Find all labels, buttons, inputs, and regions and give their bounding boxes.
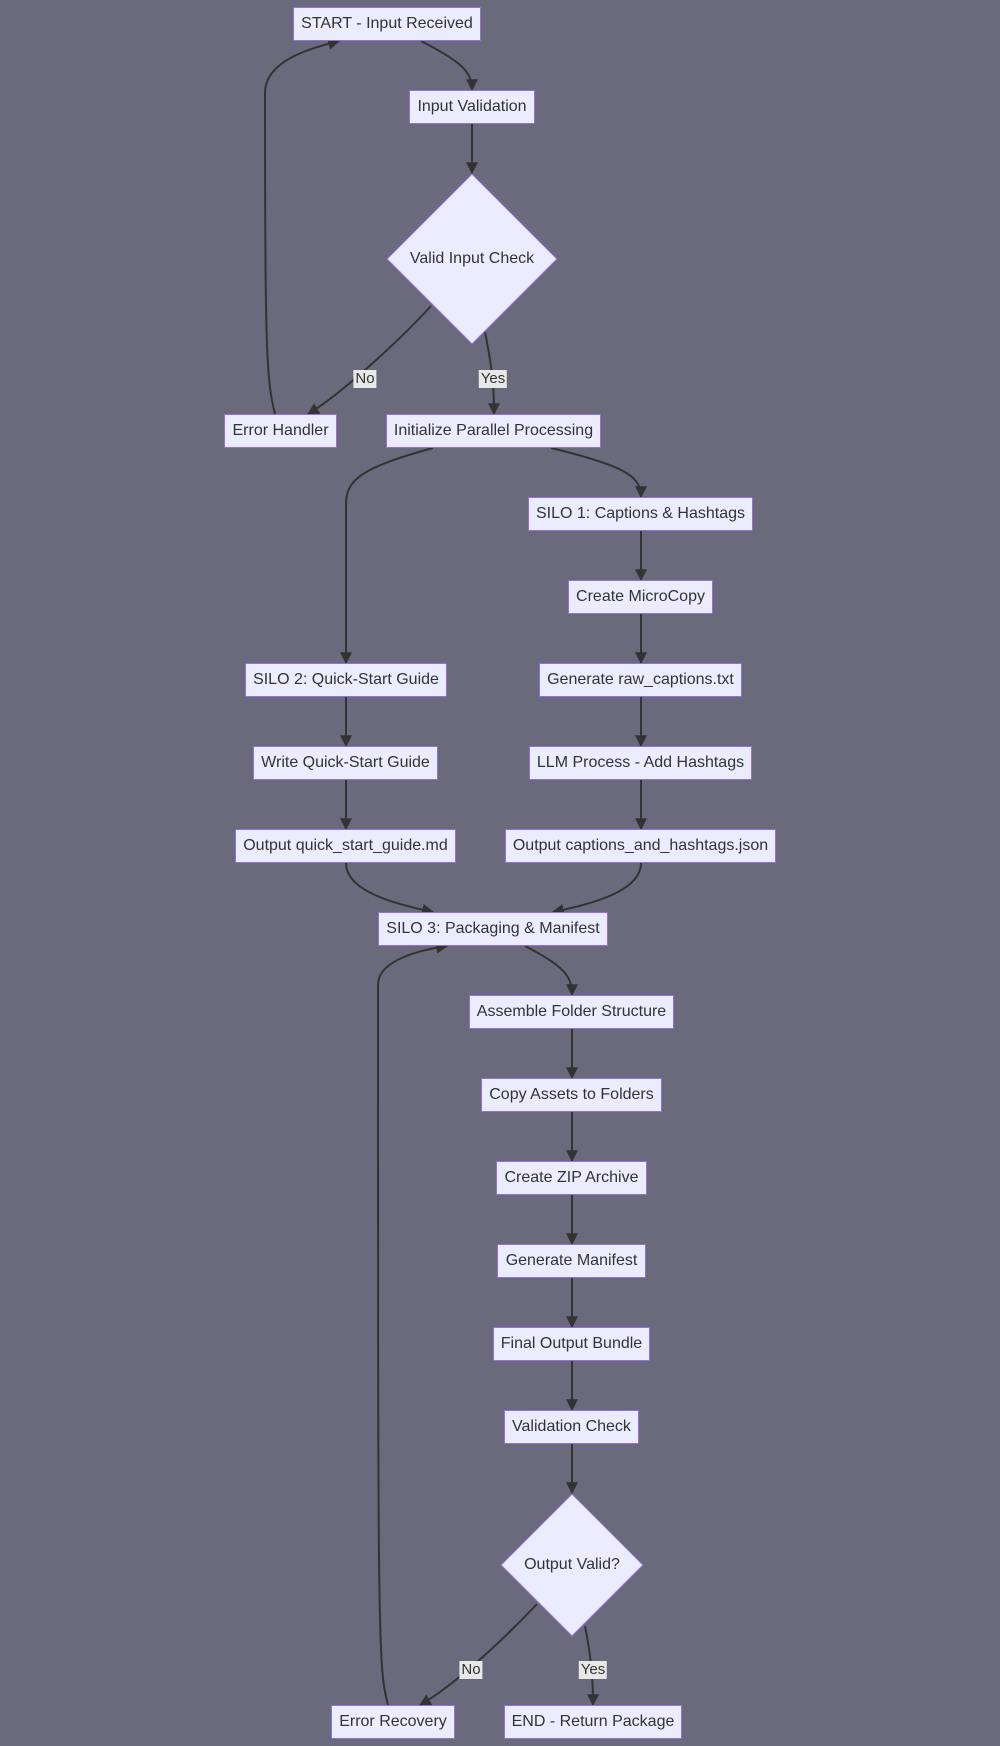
edge-init-to-silo1 [550, 447, 647, 499]
output-captions-node: Output captions_and_hashtags.json [505, 829, 776, 863]
assemble-folders-node: Assemble Folder Structure [469, 995, 674, 1029]
silo1-node: SILO 1: Captions & Hashtags [528, 497, 753, 531]
silo2-node: SILO 2: Quick-Start Guide [245, 663, 447, 697]
decision-diamond-shape [386, 173, 558, 345]
final-bundle-node: Final Output Bundle [493, 1327, 650, 1361]
edge-start-to-validation [420, 40, 478, 92]
edge-output-captions-to-silo3 [551, 862, 642, 916]
start-node: START - Input Received [293, 7, 481, 41]
output-valid-no-label: No [459, 1661, 483, 1679]
create-microcopy-node: Create MicroCopy [568, 580, 713, 614]
valid-input-check-decision: Valid Input Check [386, 173, 558, 345]
edge-recovery-to-silo3 [376, 941, 449, 1706]
edge-error-to-start [263, 37, 341, 415]
edge-init-to-silo2 [340, 447, 434, 665]
silo3-node: SILO 3: Packaging & Manifest [378, 912, 608, 946]
valid-input-check-label: Valid Input Check [409, 250, 535, 267]
init-parallel-node: Initialize Parallel Processing [386, 414, 601, 448]
edge-output-valid-no-to-recovery [418, 1603, 538, 1706]
edge-silo3-to-assemble [524, 945, 578, 997]
output-valid-label: Output Valid? [524, 1556, 620, 1573]
llm-process-node: LLM Process - Add Hashtags [529, 746, 752, 780]
error-handler-node: Error Handler [224, 414, 337, 448]
output-valid-yes-label: Yes [578, 1661, 608, 1679]
output-guide-node: Output quick_start_guide.md [235, 829, 456, 863]
edge-output-guide-to-silo3 [345, 862, 435, 916]
output-valid-decision: Output Valid? [500, 1493, 644, 1637]
error-recovery-node: Error Recovery [331, 1705, 455, 1739]
edge-check-no-to-error [306, 305, 432, 415]
copy-assets-node: Copy Assets to Folders [481, 1078, 662, 1112]
input-validation-node: Input Validation [409, 90, 535, 124]
decision-diamond-shape [500, 1493, 644, 1637]
generate-raw-captions-node: Generate raw_captions.txt [539, 663, 742, 697]
input-check-yes-label: Yes [478, 370, 508, 388]
generate-manifest-node: Generate Manifest [497, 1244, 646, 1278]
end-node: END - Return Package [504, 1705, 682, 1739]
validation-check-node: Validation Check [504, 1410, 639, 1444]
write-guide-node: Write Quick-Start Guide [253, 746, 438, 780]
create-zip-node: Create ZIP Archive [496, 1161, 647, 1195]
input-check-no-label: No [353, 370, 377, 388]
